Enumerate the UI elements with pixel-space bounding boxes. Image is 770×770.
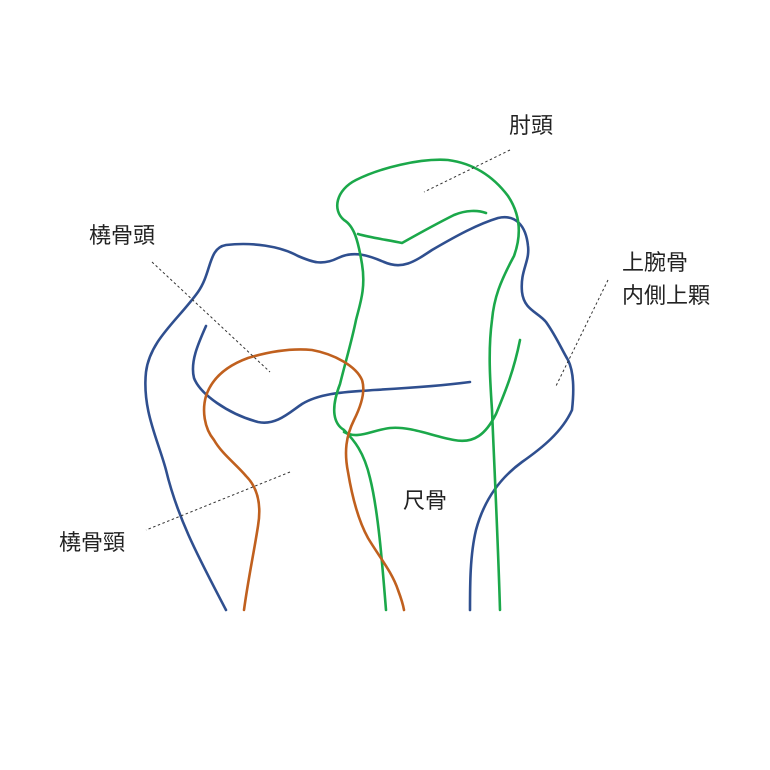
medial-epicondyle-label-line2: 内側上顆 bbox=[622, 284, 710, 309]
radial-neck-leader bbox=[145, 471, 291, 531]
ulna-trochlear-notch bbox=[356, 209, 488, 245]
radial-head-leader bbox=[151, 261, 271, 373]
ulna-coronoid-line bbox=[342, 338, 522, 443]
radial-head-label: 橈骨頭 bbox=[89, 224, 155, 249]
medial-epicondyle-leader bbox=[555, 279, 609, 387]
radial-neck-label: 橈骨頸 bbox=[59, 531, 125, 556]
ulna-label: 尺骨 bbox=[403, 489, 447, 514]
ulna-outline bbox=[332, 158, 521, 612]
medial-epicondyle-label-line1: 上腕骨 bbox=[622, 251, 688, 276]
humerus-outline bbox=[144, 215, 575, 612]
olecranon-label: 肘頭 bbox=[509, 114, 553, 139]
radius-outline bbox=[202, 348, 406, 612]
olecranon-leader bbox=[423, 149, 511, 193]
humerus-inner-line bbox=[191, 324, 472, 424]
